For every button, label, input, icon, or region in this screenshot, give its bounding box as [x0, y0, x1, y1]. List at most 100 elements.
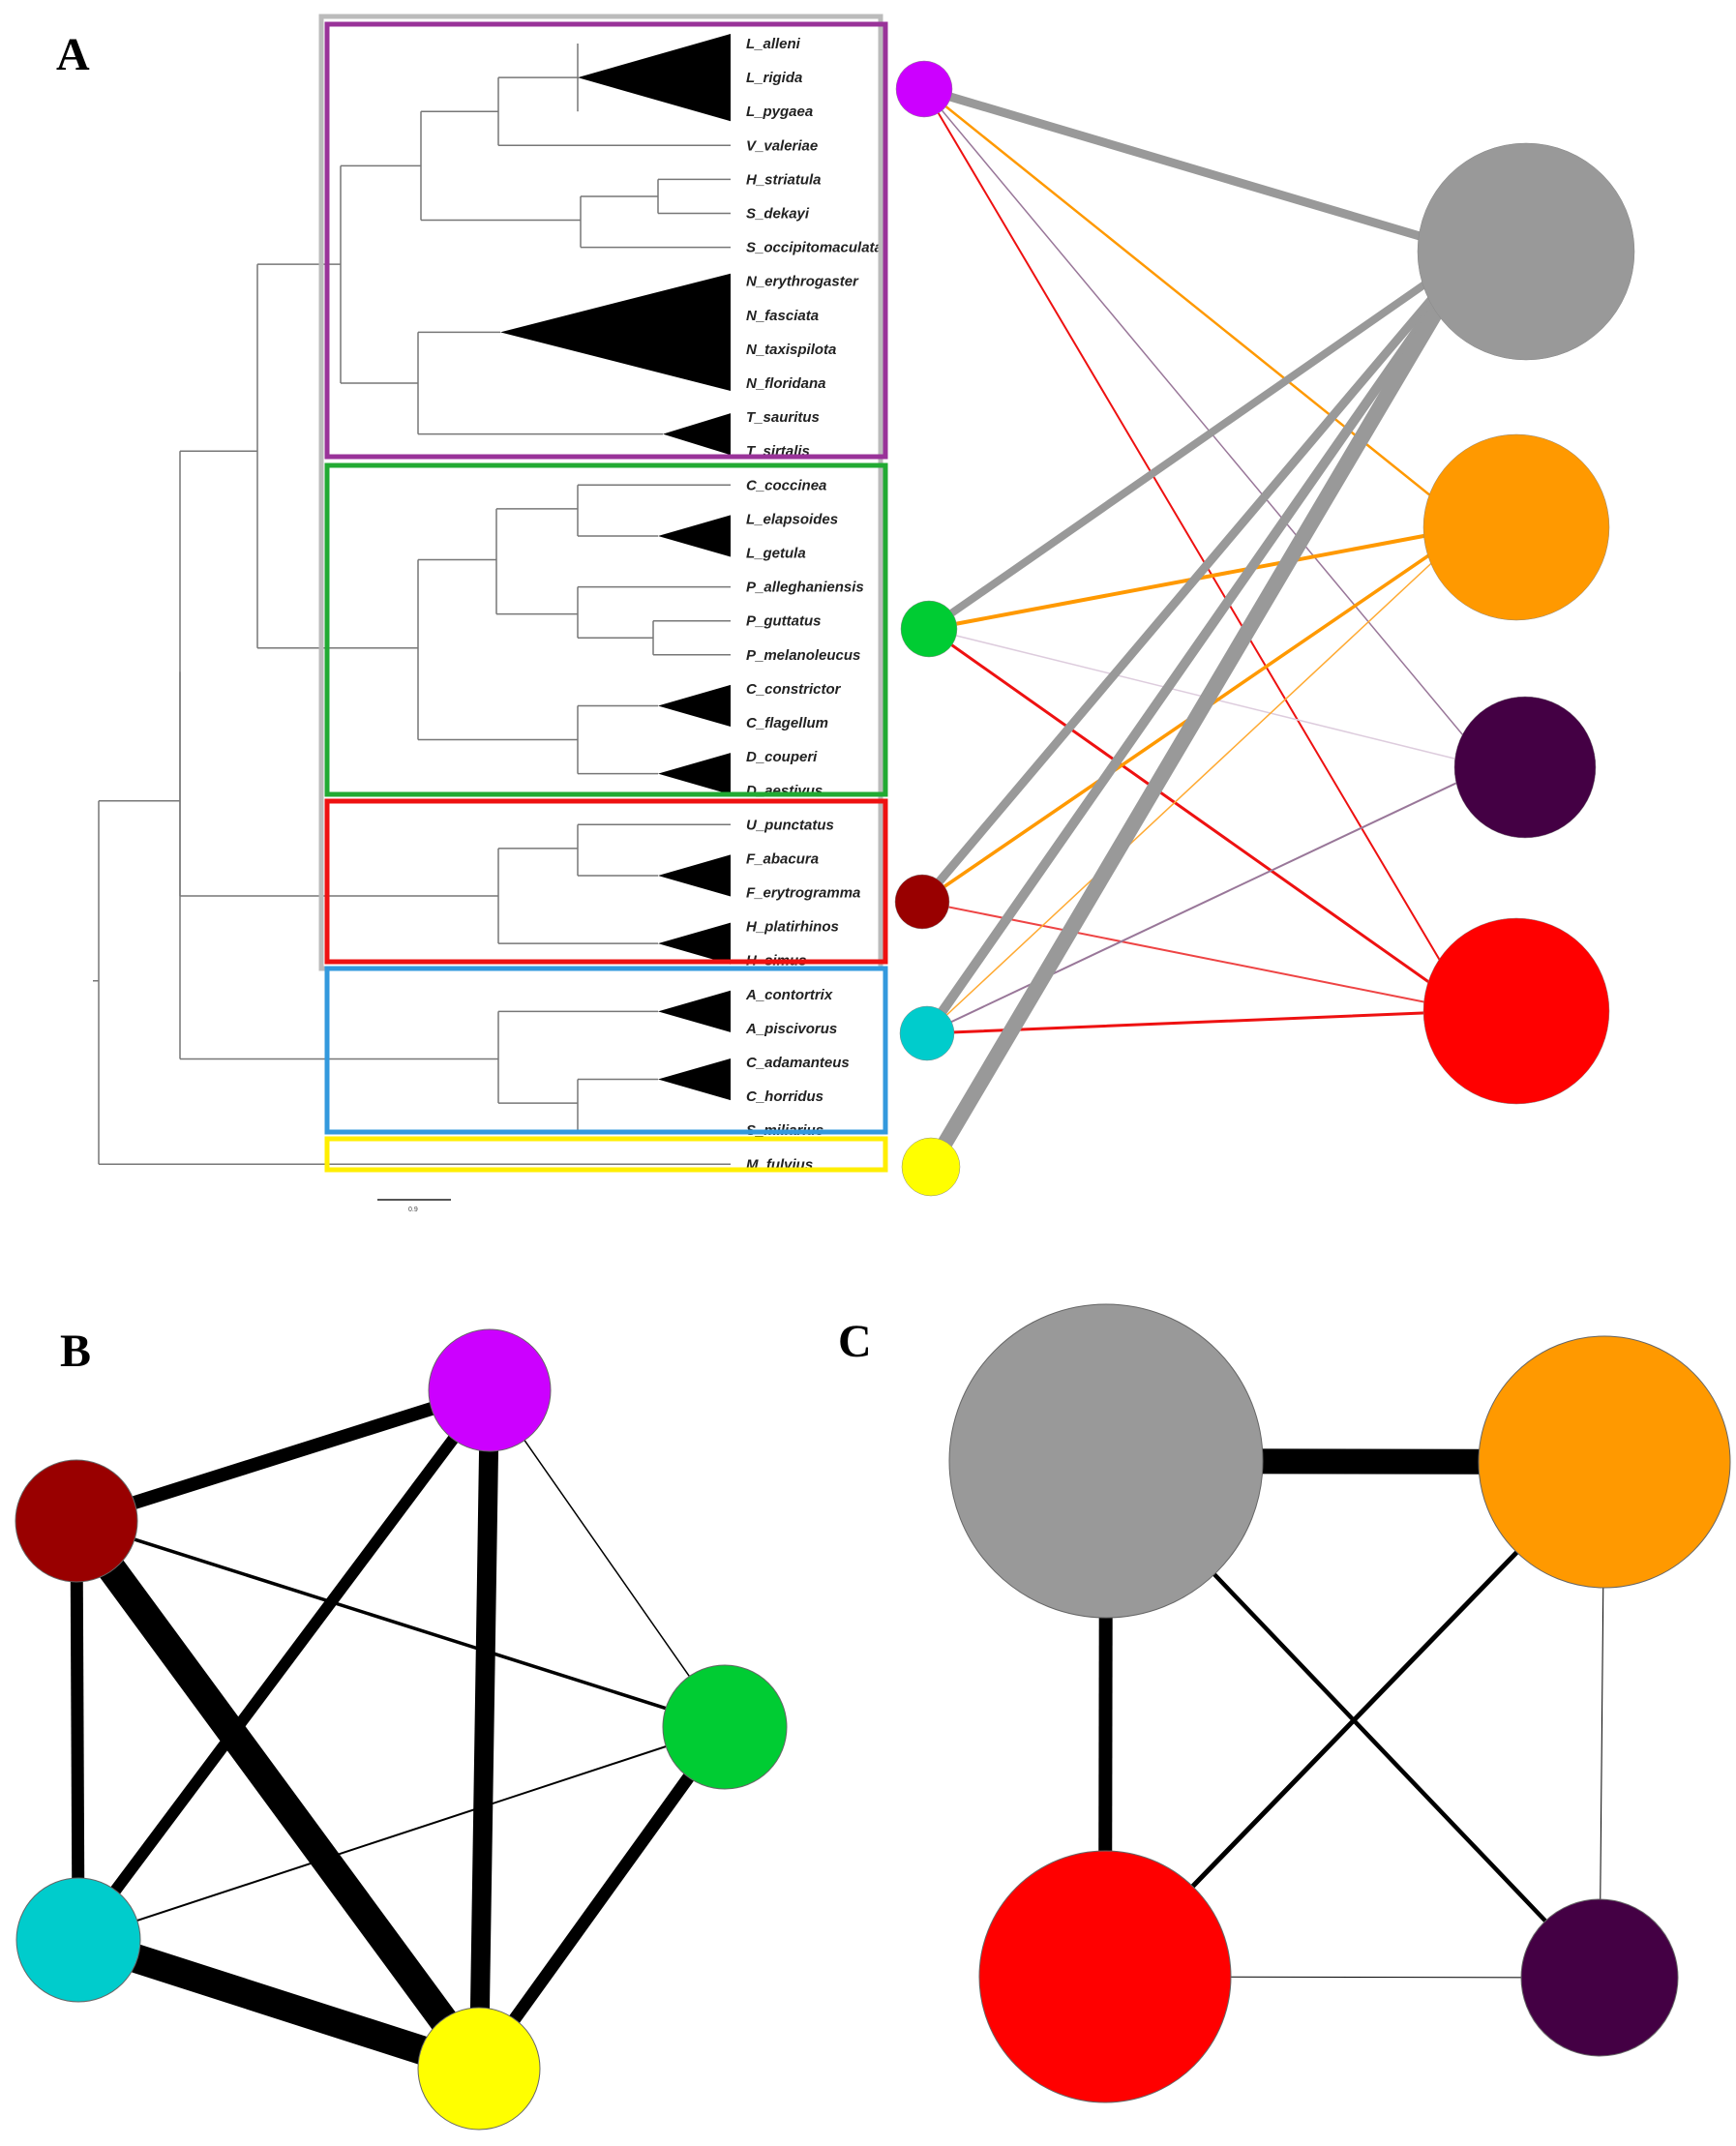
- taxon-label: C_adamanteus: [746, 1055, 850, 1071]
- clade-node-cyan: [899, 1005, 955, 1061]
- clade-edge-purple-yellow: [469, 1389, 499, 2070]
- taxon-label: L_rigida: [746, 70, 802, 86]
- taxon-label: D_couperi: [746, 749, 818, 765]
- clade-edge-green-cyan: [77, 1726, 726, 1941]
- clade-box-blue: [324, 966, 888, 1135]
- clade-node-green: [900, 600, 958, 658]
- taxon-label: C_coccinea: [746, 477, 826, 493]
- clade-net-node-darkred: [15, 1459, 138, 1583]
- clade-box-yellow: [324, 1136, 888, 1173]
- taxon-label: F_erytrogramma: [746, 885, 860, 902]
- link-cyan-orange: [926, 526, 1471, 1034]
- clade-node-darkred: [894, 874, 950, 930]
- group-net-node-red: [978, 1850, 1232, 2103]
- collapsed-clade-triangle: [500, 273, 731, 391]
- link-yellow-gray: [923, 244, 1480, 1175]
- link-cyan-darkpurple: [926, 766, 1491, 1034]
- link-green-red: [927, 627, 1472, 1013]
- link-purple-red: [923, 88, 1471, 1012]
- taxon-label: N_taxispilota: [746, 342, 836, 358]
- group-net-node-gray: [948, 1303, 1264, 1619]
- clade-edge-cyan-yellow: [74, 1925, 484, 2083]
- taxon-label: D_aestivus: [746, 783, 823, 799]
- clade-edge-darkred-yellow: [64, 1512, 492, 2077]
- clade-net-node-green: [662, 1664, 788, 1790]
- scale-bar: 0.9: [377, 1199, 451, 1213]
- link-purple-darkpurple: [923, 88, 1491, 768]
- clade-node-yellow: [901, 1137, 961, 1197]
- taxon-label: L_elapsoides: [746, 511, 838, 527]
- clade-edge-darkred-green: [75, 1519, 726, 1729]
- clade-box-purple: [324, 21, 888, 460]
- clade-net-node-yellow: [417, 2007, 541, 2131]
- collapsed-clade-triangle: [658, 1058, 731, 1101]
- group-node-red: [1422, 917, 1610, 1105]
- collapsed-clade-triangle: [658, 854, 731, 897]
- clade-network-nodes: [15, 1328, 788, 2131]
- link-darkred-red: [921, 901, 1471, 1012]
- group-net-node-orange: [1478, 1335, 1731, 1589]
- taxon-label: S_dekayi: [746, 206, 810, 223]
- taxon-label: F_abacura: [746, 850, 819, 867]
- panel-label-a: A: [56, 29, 90, 80]
- group-node-gray: [1417, 142, 1635, 361]
- clade-edge-purple-green: [489, 1389, 726, 1728]
- taxon-label: A_piscivorus: [745, 1021, 837, 1037]
- clade-edge-darkred-purple: [74, 1384, 493, 1528]
- taxon-labels: L_alleniL_rigidaL_pygaeaV_valeriaeH_stri…: [745, 36, 883, 1173]
- collapsed-clade-triangle: [658, 922, 731, 965]
- collapsed-clade-triangle: [578, 34, 731, 122]
- panel-label-b: B: [60, 1326, 91, 1377]
- taxon-label: U_punctatus: [746, 817, 834, 833]
- clade-node-purple: [895, 60, 953, 118]
- taxon-label: P_melanoleucus: [746, 647, 860, 664]
- taxon-label: V_valeriae: [746, 137, 818, 154]
- link-darkred-gray: [917, 247, 1477, 907]
- clade-edge-green-yellow: [473, 1723, 731, 2072]
- clade-edge-darkred-cyan: [70, 1520, 85, 1941]
- taxon-label: S_occipitomaculata: [746, 240, 883, 256]
- taxon-label: H_platirhinos: [746, 919, 839, 936]
- clade-boxes: [318, 14, 888, 1173]
- collapsed-clade-triangle: [658, 684, 731, 727]
- collapsed-clade-triangle: [658, 753, 731, 795]
- taxon-label: T_sauritus: [746, 409, 820, 426]
- taxon-label: H_striatula: [746, 171, 822, 188]
- clade-edge-purple-cyan: [74, 1386, 494, 1944]
- link-cyan-gray: [922, 247, 1477, 1038]
- taxon-label: L_getula: [746, 546, 806, 562]
- taxon-label: N_floridana: [746, 375, 826, 392]
- panel-label-c: C: [838, 1316, 872, 1367]
- clade-box-green: [324, 462, 888, 797]
- link-purple-orange: [922, 87, 1472, 529]
- link-purple-gray: [919, 84, 1477, 256]
- group-network-nodes: [948, 1303, 1731, 2103]
- collapsed-clade-triangle: [658, 515, 731, 557]
- taxon-label: A_contortrix: [745, 987, 833, 1003]
- taxon-label: L_alleni: [746, 36, 801, 52]
- taxon-label: C_constrictor: [746, 681, 842, 698]
- link-green-gray: [925, 248, 1476, 633]
- clade-box-red: [324, 798, 888, 965]
- collapsed-clade-triangle: [658, 990, 731, 1032]
- group-node-darkpurple: [1453, 696, 1597, 839]
- taxon-label: L_pygaea: [746, 104, 813, 120]
- clade-net-node-purple: [428, 1328, 552, 1452]
- taxon-label: C_horridus: [746, 1088, 823, 1105]
- taxon-label: P_alleghaniensis: [746, 580, 864, 596]
- taxon-label: P_guttatus: [746, 613, 822, 630]
- group-net-node-darkpurple: [1520, 1898, 1679, 2057]
- clade-network-edges: [64, 1384, 731, 2083]
- collapsed-clades: [500, 34, 731, 1101]
- group-node-orange: [1422, 433, 1610, 621]
- taxon-label: C_flagellum: [746, 715, 828, 731]
- taxon-label: N_erythrogaster: [746, 274, 859, 290]
- clade-net-node-cyan: [15, 1877, 141, 2003]
- scale-bar-label: 0.9: [408, 1207, 418, 1213]
- bipartite-nodes: [894, 60, 1635, 1197]
- taxon-label: N_fasciata: [746, 308, 819, 324]
- collapsed-clade-triangle: [663, 413, 731, 456]
- bipartite-links: [917, 84, 1491, 1175]
- phylogeny-branches: [93, 44, 731, 1166]
